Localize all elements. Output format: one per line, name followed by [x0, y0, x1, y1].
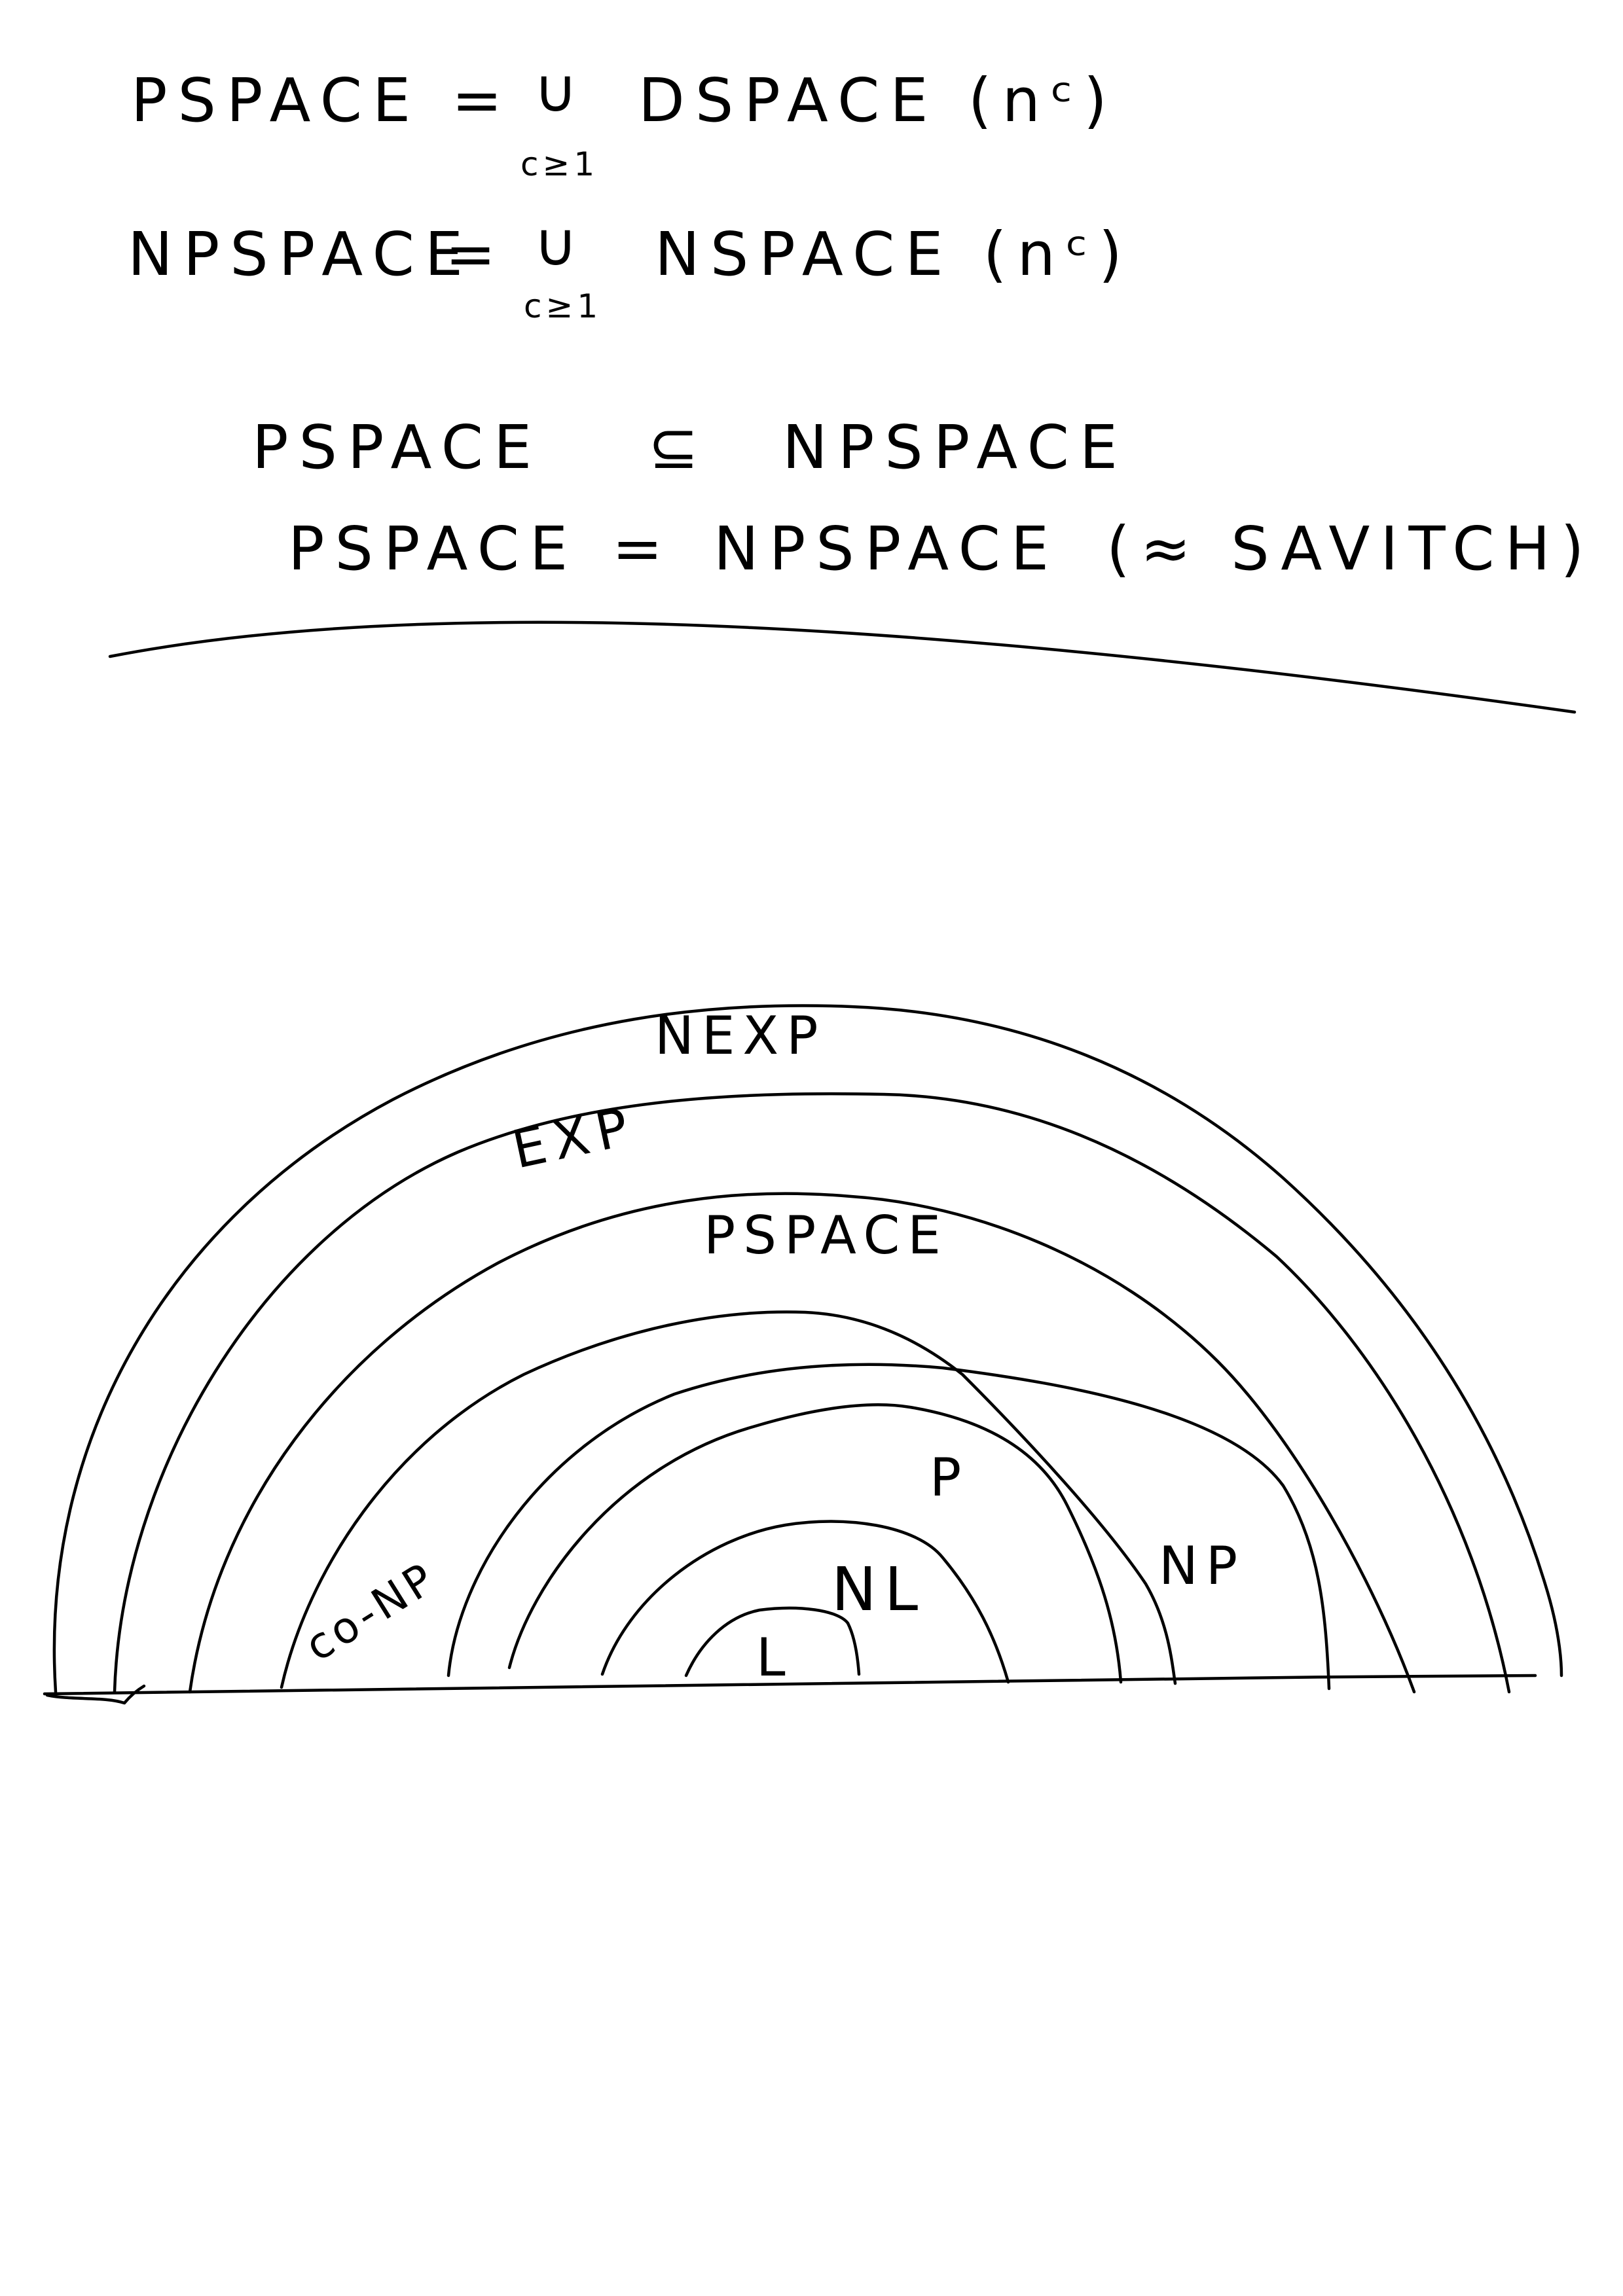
- separator-line: [108, 620, 1577, 714]
- exp-label: EXP: [507, 1095, 642, 1180]
- exp-region-boundary: [113, 1092, 1511, 1694]
- subset-lhs: PSPACE: [252, 412, 542, 482]
- np-region-boundary: [447, 1363, 1331, 1691]
- nl-region-boundary: [600, 1520, 1010, 1684]
- p-label: P: [930, 1447, 969, 1508]
- npspace-def-union: ∪: [534, 209, 588, 279]
- subset-symbol: ⊆: [648, 412, 709, 482]
- pspace-definition: PSPACE = ∪ c≥1 DSPACE (nᶜ): [131, 56, 1118, 183]
- npspace-def-equals: =: [445, 219, 506, 289]
- pspace-def-rhs: DSPACE (nᶜ): [638, 65, 1118, 135]
- pspace-def-equals: =: [452, 65, 513, 135]
- conp-label: co-NP: [297, 1552, 446, 1671]
- pspace-def-union-sub: c≥1: [520, 145, 598, 183]
- npspace-def-lhs: NPSPACE: [128, 219, 473, 289]
- subset-rhs: NPSPACE: [782, 412, 1128, 482]
- np-label: NP: [1159, 1535, 1245, 1596]
- l-label: L: [756, 1627, 793, 1688]
- savitch-note: (≈ SAVITCH): [1106, 514, 1595, 584]
- baseline-flourish: [45, 1684, 146, 1705]
- pspace-def-union: ∪: [534, 56, 588, 126]
- pspace-label: PSPACE: [704, 1205, 949, 1266]
- conp-region-boundary: [280, 1310, 1177, 1689]
- equality-rhs: NPSPACE: [714, 514, 1059, 584]
- nl-label: NL: [831, 1554, 926, 1624]
- equality-lhs: PSPACE: [288, 514, 578, 584]
- nexp-label: NEXP: [655, 1005, 826, 1066]
- subset-relation: PSPACE ⊆ NPSPACE: [252, 412, 1128, 482]
- nexp-region-boundary: [52, 1004, 1563, 1694]
- l-region-boundary: [684, 1606, 861, 1677]
- equality-relation: PSPACE = NPSPACE (≈ SAVITCH): [288, 514, 1595, 584]
- equality-symbol: =: [612, 514, 673, 584]
- npspace-def-rhs: NSPACE (nᶜ): [655, 219, 1133, 289]
- complexity-diagram: NEXP EXP PSPACE co-NP NP P NL L: [43, 1004, 1563, 1705]
- npspace-definition: NPSPACE = ∪ c≥1 NSPACE (nᶜ): [128, 209, 1133, 325]
- pspace-def-lhs: PSPACE: [131, 65, 421, 135]
- npspace-def-union-sub: c≥1: [524, 287, 602, 325]
- p-region-boundary: [507, 1403, 1123, 1684]
- pspace-region-boundary: [188, 1192, 1416, 1694]
